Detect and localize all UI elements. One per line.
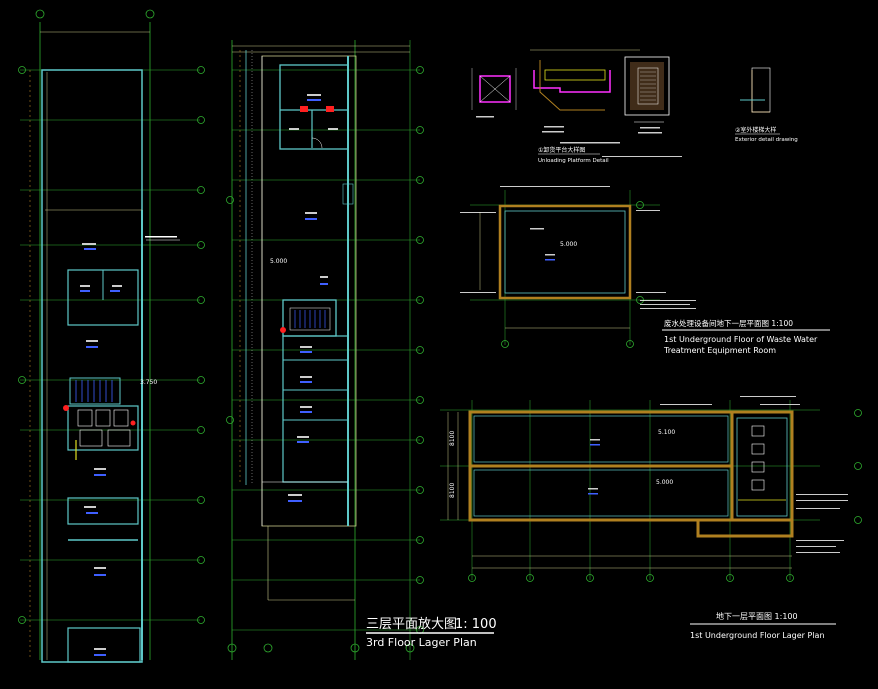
unloading-detail-cn: ①卸货平台大样图 [538, 146, 585, 154]
underground-title-en: 1st Underground Floor Lager Plan [690, 631, 825, 640]
third-floor-plan: 5.000 [226, 40, 424, 660]
third-floor-title-en: 3rd Floor Lager Plan [366, 636, 477, 649]
level-5100: 5.100 [658, 429, 675, 436]
dim-8100-lower: 8100 [449, 483, 456, 498]
svg-text:3.750: 3.750 [140, 379, 157, 386]
waste-water-room-plan: 5.000 废水处理设备间地下一层平面图 1:100 1st Undergrou… [460, 186, 830, 355]
third-floor-title-block: 三层平面放大图 1: 100 3rd Floor Lager Plan [366, 617, 497, 649]
exterior-detail-en: Exterior detail drawing [735, 137, 798, 143]
waste-water-title-en-2: Treatment Equipment Room [663, 346, 776, 355]
dim-8100-upper: 8100 [449, 431, 456, 446]
unloading-platform-detail: ①卸货平台大样图 Unloading Platform Detail [471, 49, 682, 164]
underground-floor-plan: 8100 8100 5.100 5.000 地下一层平面图 1:100 1st … [440, 396, 862, 640]
unloading-detail-en: Unloading Platform Detail [538, 158, 609, 164]
exterior-stair-detail: ②室外楼梯大样 Exterior detail drawing [735, 67, 798, 143]
level-5000-a: 5.000 [270, 258, 287, 265]
level-5000-c: 5.000 [656, 479, 673, 486]
left-floor-plan: 3.750 [18, 9, 205, 663]
third-floor-scale: 1: 100 [455, 617, 497, 632]
waste-water-title-en-1: 1st Underground Floor of Waste Water [664, 335, 818, 344]
level-5000-b: 5.000 [560, 241, 577, 248]
waste-water-title-cn: 废水处理设备间地下一层平面图 1:100 [664, 318, 793, 328]
underground-title-cn: 地下一层平面图 1:100 [716, 611, 798, 621]
exterior-detail-cn: ②室外楼梯大样 [735, 126, 776, 134]
third-floor-title-cn: 三层平面放大图 [366, 617, 457, 632]
